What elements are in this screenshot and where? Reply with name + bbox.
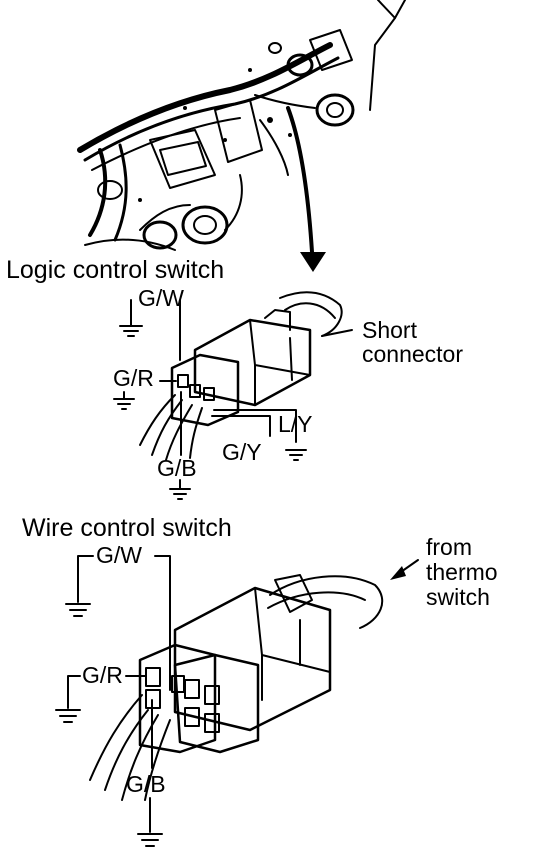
short-connector-leader: [321, 329, 353, 337]
thermo-arrow-icon: [390, 559, 419, 580]
wire-gr-label: G/R: [82, 662, 123, 688]
thermo-label-line3: switch: [426, 584, 490, 610]
thermo-label-line1: from: [426, 534, 472, 560]
logic-gb-label: G/B: [157, 455, 197, 481]
wire-gw-ground-lead: [77, 555, 94, 603]
short-connector-label-line2: connector: [362, 341, 463, 367]
wire-switch-connector: [89, 574, 384, 801]
logic-gr-label: G/R: [113, 365, 154, 391]
ground-symbol-icon: [55, 709, 81, 723]
wire-gr-ground-lead: [67, 675, 81, 709]
short-connector-label-line1: Short: [362, 317, 418, 343]
logic-ly-wire: [213, 409, 297, 443]
logic-gw-label: G/W: [138, 285, 184, 311]
pointer-arrow-icon: [286, 106, 326, 272]
thermo-label-line2: thermo: [426, 559, 498, 585]
ground-symbol-icon: [169, 488, 191, 500]
engine-bay-illustration: [77, 0, 406, 251]
ground-symbol-icon: [137, 833, 163, 847]
logic-ly-label: L/Y: [278, 411, 313, 437]
logic-gy-label: G/Y: [222, 439, 262, 465]
logic-gy-wire: [211, 415, 271, 437]
logic-control-switch-title: Logic control switch: [6, 256, 224, 284]
wire-gw-label: G/W: [96, 542, 142, 568]
wire-gw-wire: [154, 555, 171, 691]
ground-symbol-icon: [113, 398, 135, 410]
ground-symbol-icon: [119, 325, 143, 337]
logic-switch-connector: [139, 291, 343, 461]
ground-symbol-icon: [285, 449, 307, 461]
ground-symbol-icon: [65, 603, 91, 617]
wire-control-switch-title: Wire control switch: [22, 514, 232, 542]
wire-gb-label: G/B: [126, 771, 166, 797]
